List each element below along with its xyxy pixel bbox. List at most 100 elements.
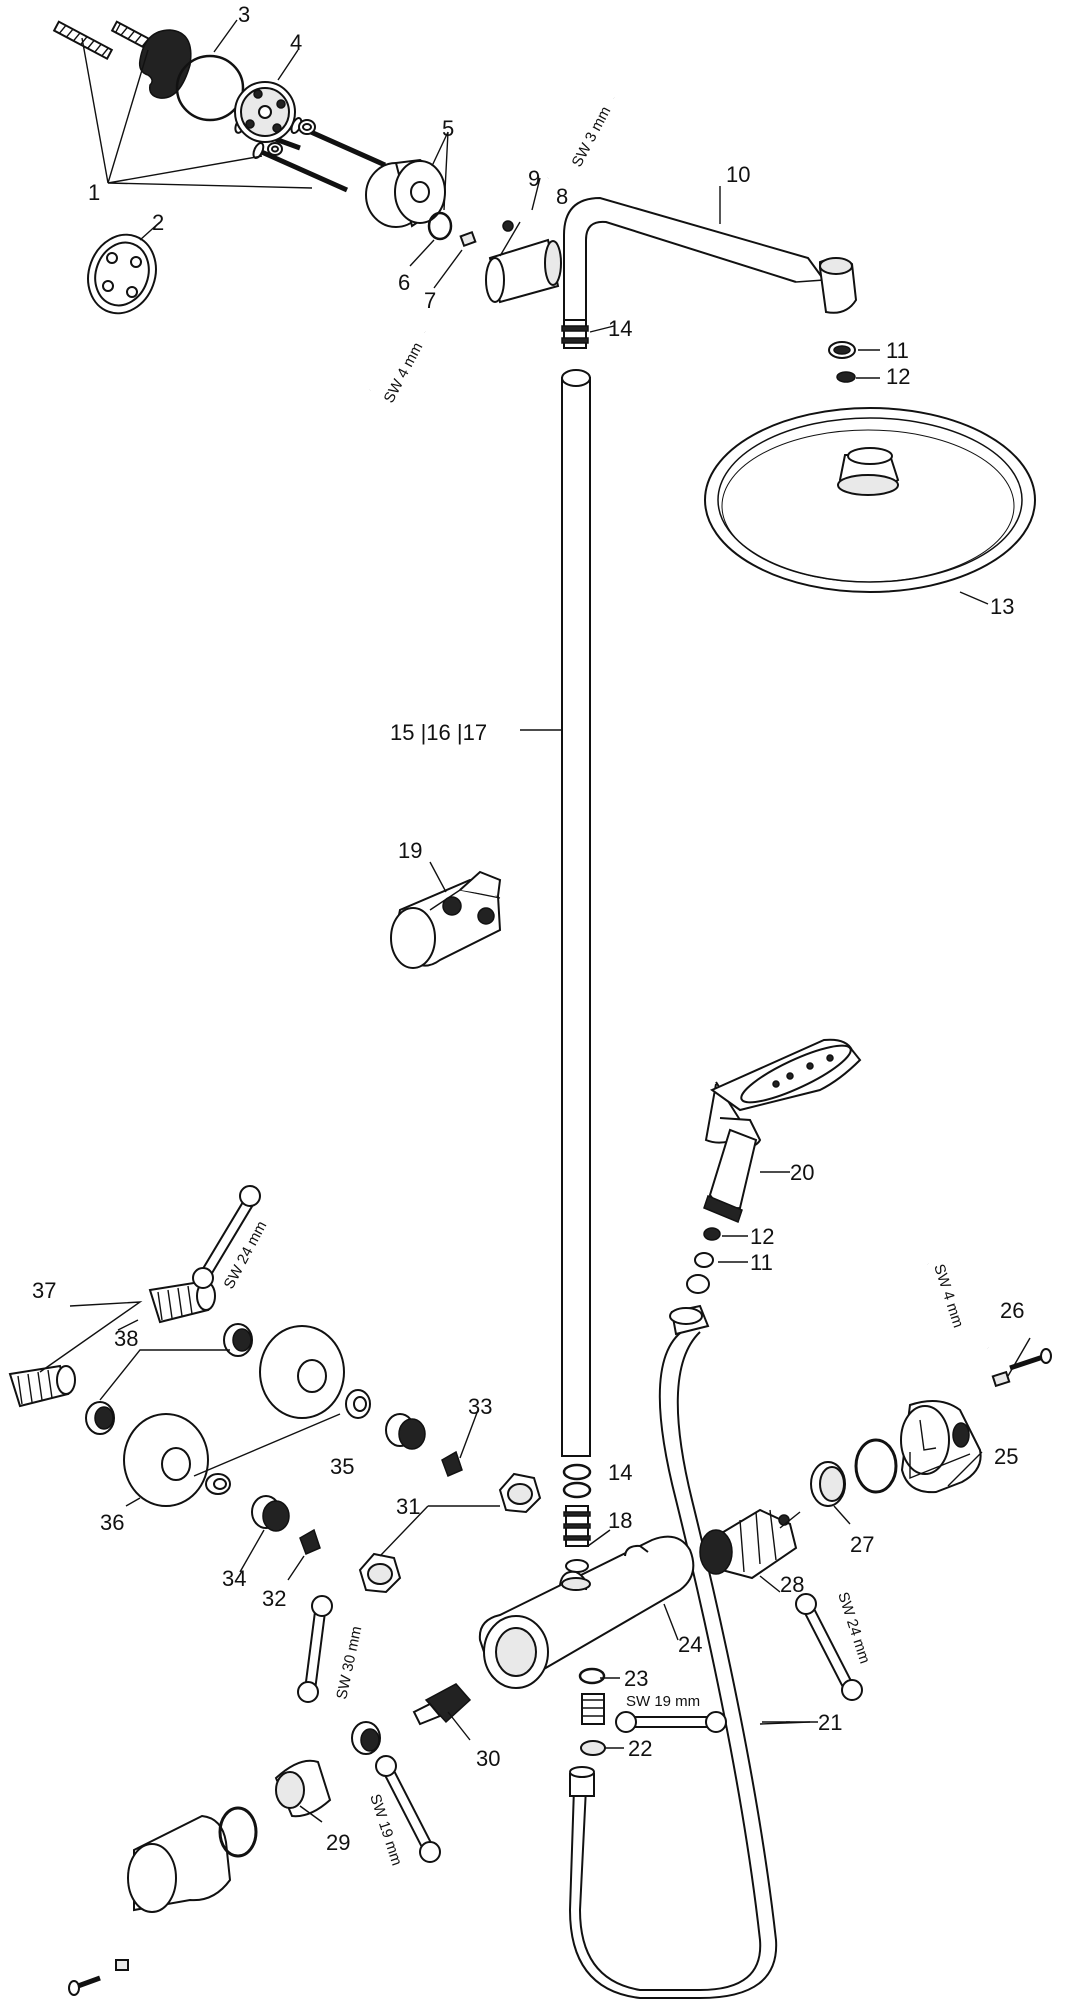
callout-25: 25 [994, 1444, 1018, 1469]
part-14-o-rings-top [561, 319, 589, 349]
callout-28: 28 [780, 1572, 804, 1597]
part-18-connector [563, 1505, 591, 1573]
callout-34: 34 [222, 1566, 246, 1591]
callout-23: 23 [624, 1666, 648, 1691]
callout-24: 24 [678, 1632, 702, 1657]
part-10-shower-arm [563, 196, 858, 320]
tool-label-sw30: SW 30 mm [333, 1625, 365, 1701]
callout-7: 7 [424, 288, 436, 313]
part-29-diverter-body [274, 1721, 381, 1818]
callout-15-16-17: 15 |16 |17 [390, 720, 487, 745]
part-32-filter-lower [299, 1528, 321, 1555]
callout-26: 26 [1000, 1298, 1024, 1323]
callout-37: 37 [32, 1278, 56, 1303]
part-21-shower-hose [568, 1304, 778, 1999]
tool-label-sw24-right: SW 24 mm [834, 1590, 873, 1666]
part-1-screws-and-anchors [52, 20, 387, 193]
callout-19: 19 [398, 838, 422, 863]
part-9-set-screw [502, 220, 514, 232]
part-38-washer-lower [85, 1401, 115, 1435]
callout-4: 4 [290, 30, 302, 55]
part-4-mounting-bracket [234, 81, 296, 143]
part-6-o-ring [427, 211, 453, 241]
callout-labels: 1 2 3 4 5 6 7 8 9 10 11 12 13 14 15 |16 … [32, 2, 1024, 1855]
callout-9: 9 [528, 166, 540, 191]
part-25-handle-ring [854, 1438, 898, 1494]
tool-label-sw4-right: SW 4 mm [930, 1262, 967, 1330]
part-31-hex-nut-lower [358, 1552, 402, 1594]
callout-20: 20 [790, 1160, 814, 1185]
callout-12-top: 12 [886, 364, 910, 389]
part-36-cover-flange-lower [123, 1413, 209, 1507]
part-19-hand-shower-holder [390, 870, 502, 969]
callout-13: 13 [990, 594, 1014, 619]
wrench-sw24-right [795, 1593, 863, 1701]
hex-key-4mm-right [927, 1262, 989, 1350]
hex-key-3mm-tool [546, 87, 615, 179]
part-12-flow-limiter-top [836, 371, 856, 383]
part-35-gasket-upper [345, 1389, 371, 1419]
callout-12-hand: 12 [750, 1224, 774, 1249]
part-26-handle-screws [991, 1348, 1052, 1388]
wrench-sw19-bottom [375, 1755, 441, 1863]
tool-label-sw3: SW 3 mm [569, 104, 615, 170]
callout-32: 32 [262, 1586, 286, 1611]
callout-11-hand: 11 [750, 1250, 773, 1275]
callout-31: 31 [396, 1494, 420, 1519]
callout-22: 22 [628, 1736, 652, 1761]
part-37-s-union-lower [8, 1364, 76, 1408]
part-36-cover-flange-upper [259, 1325, 345, 1419]
part-22-union-nipple [580, 1693, 606, 1756]
callout-33: 33 [468, 1394, 492, 1419]
part-23-o-ring [578, 1667, 606, 1685]
callout-8: 8 [556, 184, 568, 209]
part-3-wall-plate [138, 29, 245, 122]
part-37-s-union-upper [148, 1280, 216, 1324]
part-11-filter-top [828, 341, 856, 359]
tool-label-sw4-top: SW 4 mm [381, 340, 427, 406]
part-35-gasket-lower [205, 1473, 231, 1495]
callout-10: 10 [726, 162, 750, 187]
part-20-hand-shower [703, 1038, 862, 1223]
part-8-shower-arm-sleeve [485, 238, 562, 304]
hex-key-4mm-tool [368, 319, 426, 391]
part-30-flow-cartridge [412, 1683, 472, 1726]
callout-18: 18 [608, 1508, 632, 1533]
part-5-wall-connector [365, 158, 446, 228]
part-27-stop-ring [810, 1461, 846, 1507]
wrench-sw19-mid [615, 1711, 727, 1733]
part-29-handle [68, 1806, 258, 1996]
callout-21: 21 [818, 1710, 842, 1735]
part-33-filter [441, 1450, 463, 1477]
part-34-check-valve-lower [251, 1495, 290, 1532]
wrench-sw30 [297, 1595, 333, 1703]
part-25-temperature-handle [900, 1400, 982, 1494]
part-11-washer-hand [694, 1252, 714, 1268]
callout-35: 35 [330, 1454, 354, 1479]
callout-14-bottom: 14 [608, 1460, 632, 1485]
callout-29: 29 [326, 1830, 350, 1855]
callout-11-top: 11 [886, 338, 909, 363]
callout-2: 2 [152, 210, 164, 235]
part-38-washer-upper [223, 1323, 253, 1357]
callout-1: 1 [88, 180, 100, 205]
part-2-cover-rosette [87, 233, 157, 315]
part-12-flow-limiter-hand [703, 1227, 721, 1241]
callout-27: 27 [850, 1532, 874, 1557]
wrench-sw24-upper [192, 1185, 261, 1289]
part-11-washer-hand-2 [686, 1274, 710, 1294]
callout-5: 5 [442, 116, 454, 141]
part-24-thermostat-body [478, 1535, 695, 1689]
callout-36: 36 [100, 1510, 124, 1535]
callout-30: 30 [476, 1746, 500, 1771]
callout-6: 6 [398, 270, 410, 295]
tool-label-sw19-mid: SW 19 mm [626, 1693, 700, 1710]
part-15-16-17-riser-rail [561, 369, 591, 1457]
part-7-grub-screw [459, 230, 477, 248]
callout-14-top: 14 [608, 316, 632, 341]
leader-lines [39, 19, 1031, 1823]
part-34-check-valve-upper [385, 1413, 426, 1450]
part-31-hex-nut-upper [498, 1472, 542, 1514]
part-28-thermostatic-cartridge [699, 1508, 801, 1580]
